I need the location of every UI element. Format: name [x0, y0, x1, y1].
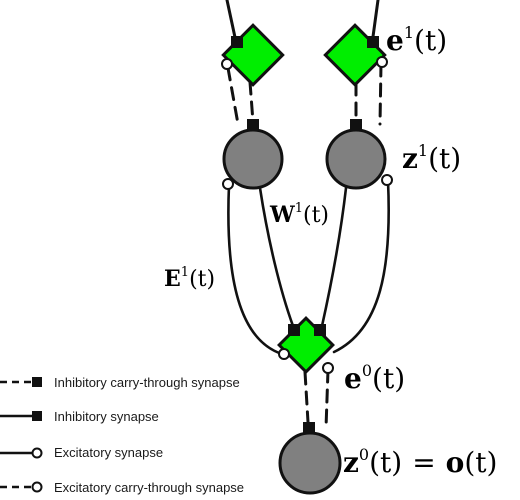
synapse-terminals: [221, 36, 393, 434]
math-labels: e1(t) z1(t) W1(t) E1(t) e0(t) z0(t)=o(t): [164, 23, 497, 479]
synapse-z1right-to-e1right-dashed: [378, 62, 383, 126]
excitatory-terminal: [222, 178, 234, 190]
legend-label: Inhibitory carry-through synapse: [54, 375, 240, 390]
excitatory-terminal: [278, 348, 290, 360]
synapse-W1-right: [320, 186, 348, 328]
neuron-z1-right: [325, 128, 387, 190]
legend-item-excitatory: Excitatory synapse: [0, 445, 163, 460]
inhibitory-terminal: [367, 36, 379, 48]
label-W1: W1(t): [269, 201, 329, 228]
inhibitory-terminal: [247, 119, 259, 131]
synapse-e1left-to-z1left-dashed: [248, 80, 255, 124]
label-z0-equals-o: z0(t)=o(t): [343, 445, 497, 479]
legend-item-inhibitory-carry-through: Inhibitory carry-through synapse: [0, 375, 240, 390]
error-node-e1-right: [323, 23, 387, 87]
label-e1: e1(t): [386, 23, 447, 57]
legend-label: Excitatory carry-through synapse: [54, 480, 244, 495]
inhibitory-terminal: [288, 324, 300, 336]
legend-circle-marker: [31, 447, 43, 459]
excitatory-terminal: [381, 174, 393, 186]
synapse-W1-left: [258, 186, 295, 328]
synapse-z0-to-e0-dashed: [324, 368, 330, 430]
connections: [225, 0, 391, 430]
synapse-E1-left: [227, 183, 284, 356]
label-E1: E1(t): [164, 265, 215, 292]
excitatory-terminal: [322, 362, 334, 374]
label-e0: e0(t): [344, 361, 405, 395]
error-node-e1-left: [221, 23, 285, 87]
synapse-e0-to-z0-dashed: [303, 370, 310, 424]
legend-label: Excitatory synapse: [54, 445, 163, 460]
inhibitory-terminal: [350, 119, 362, 131]
legend-circle-marker: [31, 481, 43, 493]
label-z1: z1(t): [402, 141, 461, 175]
legend: Inhibitory carry-through synapse Inhibit…: [0, 375, 244, 495]
synapse-z1left-to-e1left-dashed: [226, 66, 240, 126]
legend-label: Inhibitory synapse: [54, 409, 159, 424]
excitatory-terminal: [221, 58, 233, 70]
excitatory-terminal: [376, 56, 388, 68]
neuron-nodes: [222, 128, 387, 495]
input-line-left: [225, 0, 238, 44]
legend-item-inhibitory: Inhibitory synapse: [0, 409, 159, 424]
inhibitory-terminal: [303, 422, 315, 434]
neuron-z1-left: [222, 128, 284, 190]
inhibitory-terminal: [231, 36, 243, 48]
neuron-z0: [278, 431, 342, 495]
legend-item-excitatory-carry-through: Excitatory carry-through synapse: [0, 480, 244, 495]
synapse-E1-right: [332, 179, 391, 354]
inhibitory-terminal: [314, 324, 326, 336]
legend-square-marker: [32, 377, 42, 387]
legend-square-marker: [32, 411, 42, 421]
